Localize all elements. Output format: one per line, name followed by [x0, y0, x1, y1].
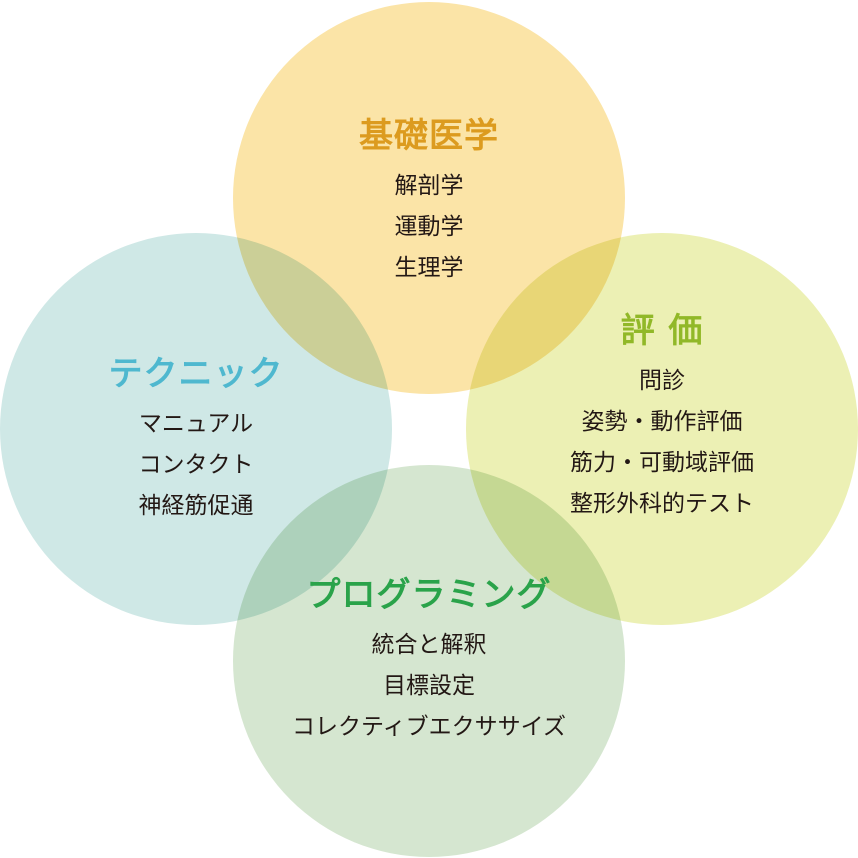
basic-medicine-item: 生理学: [394, 255, 464, 281]
basic-medicine-group: 基礎医学 解剖学 運動学 生理学: [249, 116, 609, 289]
programming-item: 統合と解釈: [371, 632, 487, 658]
technique-item: マニュアル: [138, 411, 254, 437]
technique-item: 神経筋促通: [138, 493, 254, 519]
evaluation-title: 評 価: [620, 311, 704, 351]
programming-group: プログラミング 統合と解釈 目標設定 コレクティブエクササイズ: [249, 575, 609, 748]
basic-medicine-item: 解剖学: [394, 173, 464, 199]
basic-medicine-title: 基礎医学: [359, 116, 499, 156]
evaluation-item: 整形外科的テスト: [570, 491, 754, 517]
evaluation-item: 問診: [639, 368, 685, 394]
evaluation-item: 筋力・可動域評価: [570, 450, 754, 476]
programming-circle: [233, 465, 625, 857]
technique-group: テクニック マニュアル コンタクト 神経筋促通: [16, 354, 376, 527]
programming-title: プログラミング: [306, 575, 552, 615]
basic-medicine-item: 運動学: [394, 214, 464, 240]
programming-item: 目標設定: [383, 673, 475, 699]
evaluation-group: 評 価 問診 姿勢・動作評価 筋力・可動域評価 整形外科的テスト: [482, 311, 842, 525]
evaluation-item: 姿勢・動作評価: [581, 409, 743, 435]
programming-item: コレクティブエクササイズ: [292, 714, 566, 740]
technique-title: テクニック: [108, 354, 284, 394]
technique-item: コンタクト: [138, 452, 254, 478]
